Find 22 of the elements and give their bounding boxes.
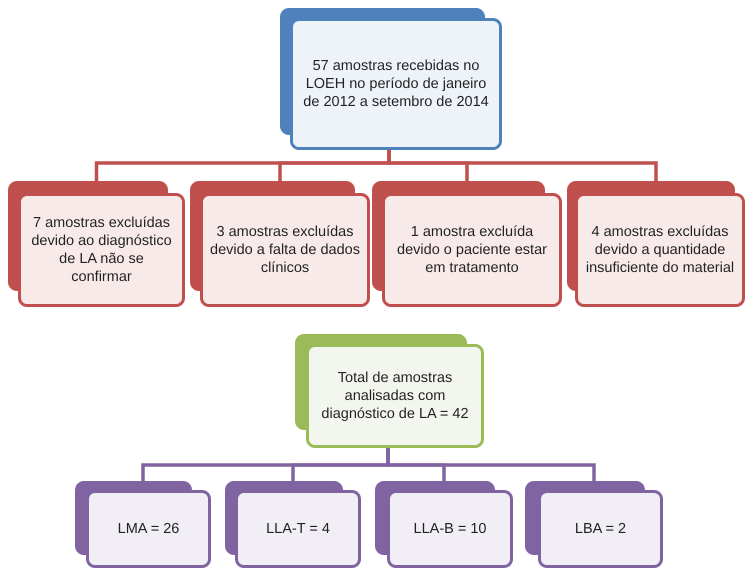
process-box [295,334,484,448]
process-box [190,181,370,307]
box-text: 3 amostras excluídas devido a falta de dados clínicos [209,222,361,278]
box-text: LBA = 2 [574,520,626,538]
box-text: LLA-T = 4 [266,520,330,538]
connector-line [386,448,596,481]
process-box [372,181,562,307]
process-box [525,481,663,568]
process-box [75,481,211,568]
process-box [8,181,185,307]
box-text: 57 amostras recebidas no LOEH no período de janeiro de 2012 a setembro de 2014 [302,56,490,112]
box-text: 7 amostras excluídas devido ao diagnóstico de LA não se confirmar [30,214,173,286]
connector-line [387,150,658,181]
process-box [567,181,745,307]
process-box [280,8,502,150]
process-box [375,481,513,568]
process-box [225,481,361,568]
box-text: 4 amostras excluídas devido a quantidade insuficiente do material [584,222,736,278]
box-text: LLA-B = 10 [414,520,486,538]
box-text: Total de amostras analisadas com diagnóstico de LA = 42 [320,368,470,424]
box-text: LMA = 26 [118,520,180,538]
box-text: 1 amostra excluída devido o paciente estar em tratamento [396,222,548,278]
